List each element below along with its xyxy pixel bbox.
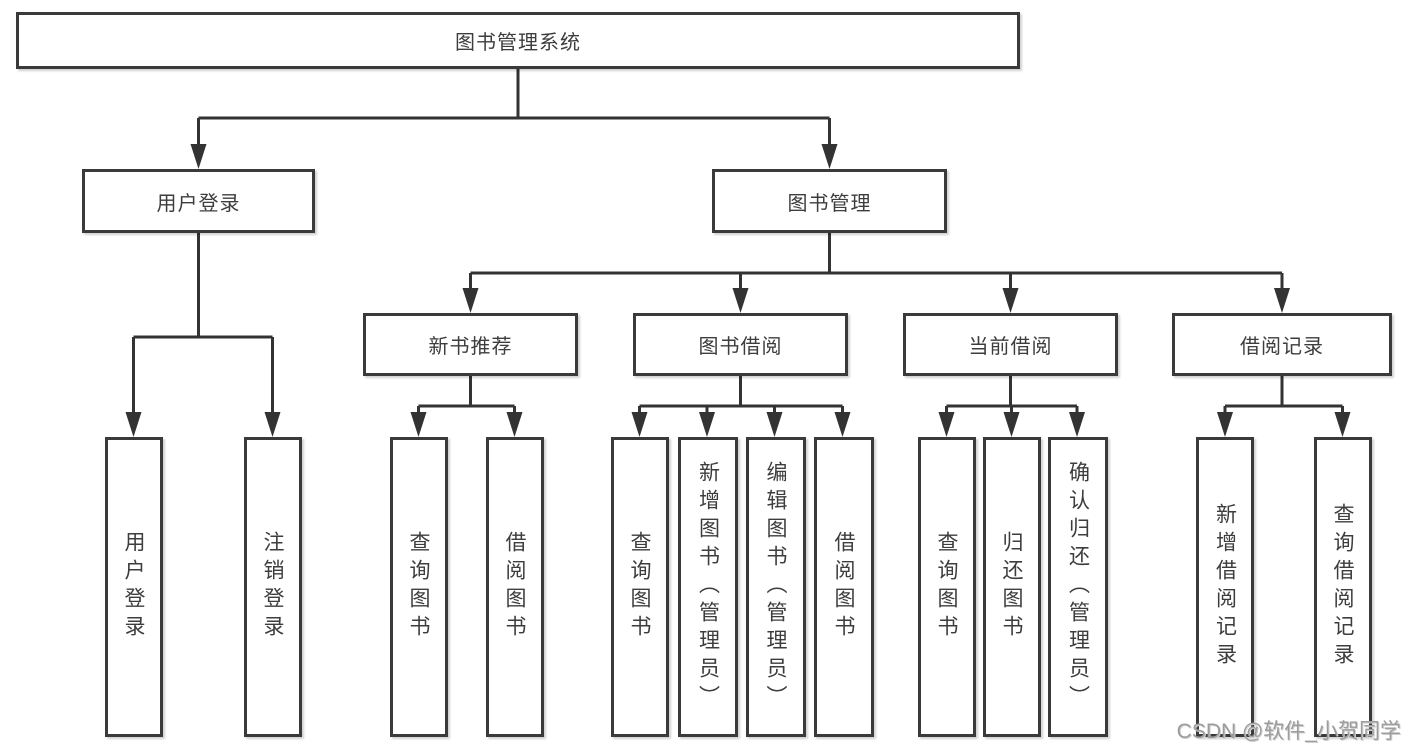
node-book-management: 图书管理	[712, 169, 947, 233]
leaf-label: 确认归还（管理员）	[1066, 461, 1090, 713]
node-new-book-recommend: 新书推荐	[363, 313, 578, 376]
node-library-management-system: 图书管理系统	[16, 12, 1020, 69]
leaf-label: 借阅图书	[503, 531, 526, 643]
leaf-label: 归还图书	[1000, 531, 1023, 643]
node-user-login: 用户登录	[82, 169, 315, 233]
leaf-query-borrow-record: 查询借阅记录	[1313, 437, 1372, 737]
node-book-borrowing: 图书借阅	[633, 313, 848, 376]
csdn-watermark: CSDN @软件_小贺同学	[1176, 720, 1401, 743]
leaf-borrow-books-borrowing: 借阅图书	[813, 437, 874, 737]
leaf-label: 借阅图书	[832, 531, 855, 643]
arrowhead-icons	[125, 144, 1351, 437]
node-borrowing-records: 借阅记录	[1172, 313, 1392, 376]
leaf-edit-books-admin: 编辑图书（管理员）	[745, 437, 806, 737]
leaf-add-borrow-record: 新增借阅记录	[1196, 437, 1254, 737]
leaf-label: 查询图书	[935, 531, 958, 643]
leaf-add-books-admin: 新增图书（管理员）	[678, 437, 738, 737]
leaf-label: 注销登录	[261, 531, 284, 643]
leaf-label: 编辑图书（管理员）	[764, 461, 787, 713]
leaf-label: 用户登录	[122, 531, 145, 643]
node-current-borrowing: 当前借阅	[903, 313, 1118, 376]
leaf-query-books-borrowing: 查询图书	[610, 437, 669, 737]
leaf-return-books: 归还图书	[982, 437, 1041, 737]
leaf-query-books-current: 查询图书	[917, 437, 976, 737]
leaf-confirm-return-admin: 确认归还（管理员）	[1048, 437, 1108, 737]
leaf-label: 查询借阅记录	[1331, 503, 1354, 671]
leaf-user-login: 用户登录	[104, 437, 163, 737]
leaf-label: 新增图书（管理员）	[696, 461, 720, 713]
leaf-borrow-books-recommend: 借阅图书	[485, 437, 544, 737]
leaf-label: 新增借阅记录	[1213, 503, 1237, 671]
leaf-label: 查询图书	[628, 531, 651, 643]
leaf-label: 查询图书	[407, 531, 430, 643]
leaf-logout-login: 注销登录	[243, 437, 302, 737]
leaf-query-books-recommend: 查询图书	[389, 437, 448, 737]
